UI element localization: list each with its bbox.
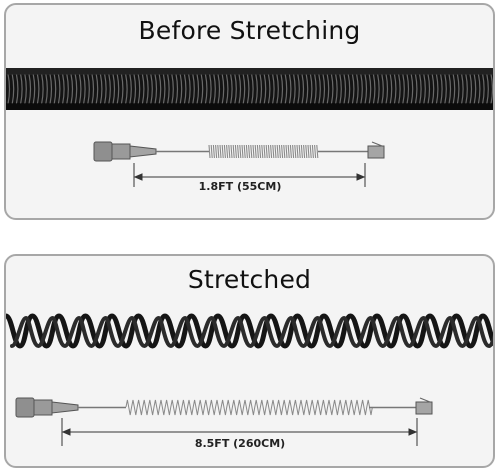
stretched-title: Stretched xyxy=(187,265,312,294)
stretched-cord-diagram xyxy=(15,397,433,446)
stretched-cord-photo xyxy=(6,313,493,349)
before-cord-diagram xyxy=(93,141,385,187)
left-connector-icon xyxy=(93,141,157,162)
before-stretching-panel: Before Stretching xyxy=(4,3,495,220)
stretched-length-label: 8.5FT (260CM) xyxy=(194,437,286,450)
stretched-measurement-line xyxy=(61,418,418,446)
stretched-coil-icon xyxy=(125,399,373,416)
before-stretching-title: Before Stretching xyxy=(138,16,361,45)
left-connector-icon xyxy=(15,397,79,418)
coiled-cord-photo xyxy=(6,68,493,110)
rj-plug-icon xyxy=(415,397,433,415)
before-measurement-line xyxy=(133,163,366,187)
compact-coil-icon xyxy=(208,144,319,159)
before-length-label: 1.8FT (55CM) xyxy=(198,180,282,193)
rj-plug-icon xyxy=(367,141,385,159)
stretched-panel: Stretched 8.5 xyxy=(4,254,495,468)
